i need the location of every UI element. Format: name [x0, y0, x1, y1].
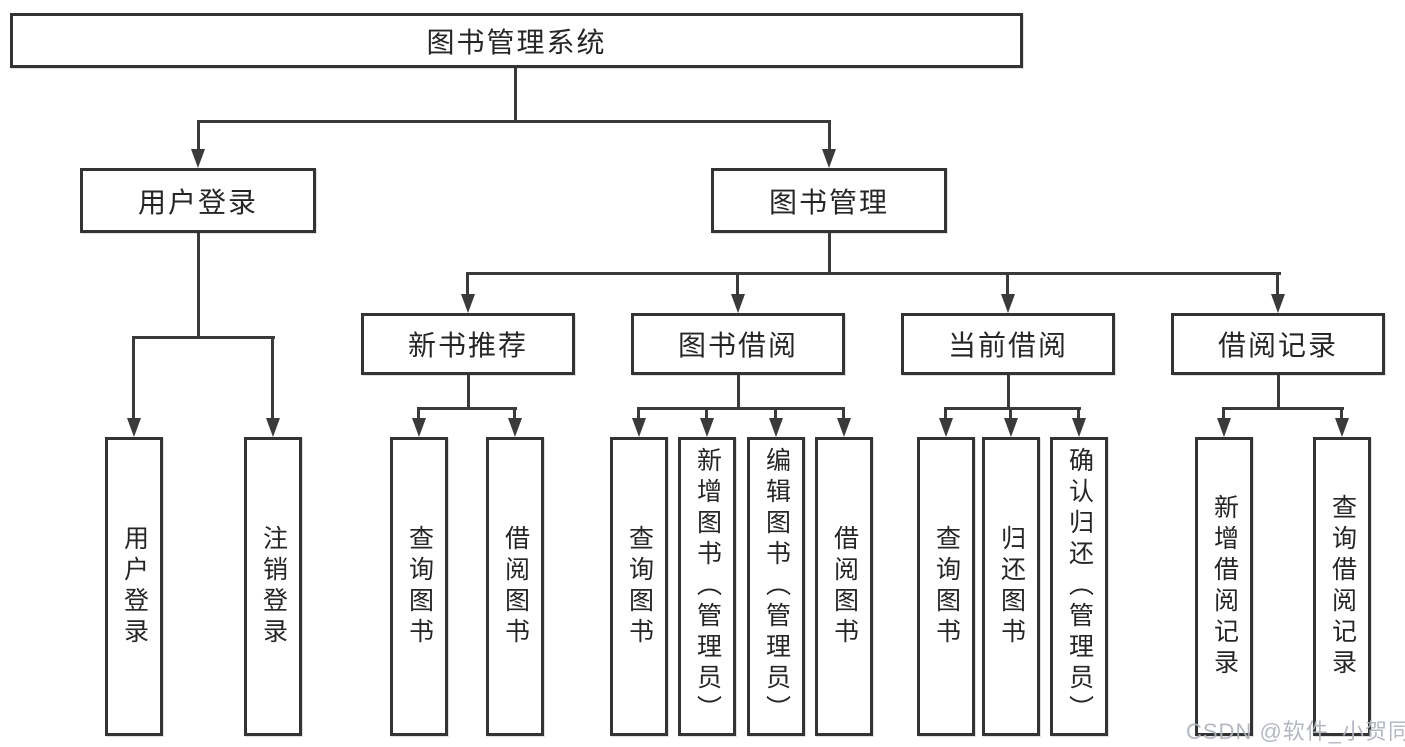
arrow-down-icon	[731, 294, 745, 313]
node-label: 新书推荐	[407, 330, 528, 361]
connector-line	[705, 407, 708, 419]
arrow-down-icon	[1271, 294, 1285, 313]
connector-line	[828, 233, 831, 272]
node-label: 用户登录	[137, 186, 258, 218]
node-label: 查询图书	[625, 524, 654, 649]
arrow-down-icon	[939, 418, 953, 437]
node-book-management: 图书管理	[711, 168, 947, 233]
arrow-down-icon	[461, 294, 475, 313]
csdn-watermark: CSDN @软件_小贺同学	[1186, 719, 1405, 744]
arrow-down-icon	[632, 418, 646, 437]
node-current-borrow: 当前借阅	[901, 313, 1115, 375]
arrow-down-icon	[1004, 418, 1018, 437]
leaf-logout: 注销登录	[244, 437, 302, 736]
leaf-add-borrow-record: 新增借阅记录	[1195, 437, 1253, 736]
node-label: 归还图书	[997, 524, 1026, 649]
node-label: 查询图书	[932, 524, 961, 649]
node-label: 确认归还（管理员）	[1065, 447, 1094, 726]
arrow-down-icon	[822, 149, 836, 168]
connector-line	[842, 407, 845, 419]
leaf-query-borrow-record: 查询借阅记录	[1313, 437, 1371, 736]
node-label: 新增借阅记录	[1210, 493, 1239, 680]
arrow-down-icon	[1001, 294, 1015, 313]
connector-line	[197, 120, 200, 150]
connector-line	[1077, 407, 1080, 419]
arrow-down-icon	[1335, 418, 1349, 437]
connector-line	[736, 272, 739, 295]
node-label: 当前借阅	[947, 330, 1068, 361]
connector-line	[513, 407, 516, 419]
arrow-down-icon	[412, 418, 426, 437]
arrow-down-icon	[191, 149, 205, 168]
leaf-borrow-books: 借阅图书	[815, 437, 873, 736]
connector-line	[1340, 407, 1343, 419]
connector-line	[1007, 375, 1010, 407]
node-label: 图书管理系统	[426, 26, 607, 58]
connector-line	[1276, 272, 1279, 295]
connector-line	[774, 407, 777, 419]
leaf-query-books-borrow: 查询图书	[610, 437, 668, 736]
node-label: 新增图书（管理员）	[693, 447, 722, 726]
leaf-user-login: 用户登录	[105, 437, 163, 736]
connector-line	[637, 407, 845, 410]
node-new-book-recommend: 新书推荐	[361, 313, 575, 375]
node-label: 查询借阅记录	[1328, 493, 1357, 680]
arrow-down-icon	[1217, 418, 1231, 437]
connector-line	[1222, 407, 1225, 419]
connector-line	[1277, 375, 1280, 407]
node-label: 借阅记录	[1217, 330, 1338, 361]
leaf-add-books-admin: 新增图书（管理员）	[678, 437, 736, 736]
node-borrow-records: 借阅记录	[1171, 313, 1385, 375]
node-user-login: 用户登录	[80, 168, 316, 233]
leaf-return-books: 归还图书	[982, 437, 1040, 736]
leaf-confirm-return-admin: 确认归还（管理员）	[1050, 437, 1108, 736]
node-label: 借阅图书	[830, 524, 859, 649]
leaf-query-books-recommend: 查询图书	[390, 437, 448, 736]
connector-line	[828, 120, 831, 150]
connector-line	[467, 272, 1281, 275]
arrow-down-icon	[837, 418, 851, 437]
connector-line	[466, 272, 469, 295]
node-label: 图书借阅	[677, 330, 798, 361]
arrow-down-icon	[769, 418, 783, 437]
connector-line	[514, 68, 517, 120]
connector-line	[417, 407, 420, 419]
node-book-borrow: 图书借阅	[631, 313, 845, 375]
connector-line	[271, 336, 274, 419]
connector-line	[132, 336, 135, 419]
arrow-down-icon	[1072, 418, 1086, 437]
connector-line	[417, 407, 517, 410]
arrow-down-icon	[508, 418, 522, 437]
connector-line	[133, 336, 275, 339]
arrow-down-icon	[127, 418, 141, 437]
connector-line	[197, 233, 200, 336]
node-label: 借阅图书	[501, 524, 530, 649]
arrow-down-icon	[266, 418, 280, 437]
node-label: 注销登录	[259, 524, 288, 649]
connector-line	[945, 407, 1081, 410]
connector-line	[737, 375, 740, 407]
node-root-library-system: 图书管理系统	[10, 13, 1023, 68]
node-label: 图书管理	[768, 186, 889, 218]
connector-line	[944, 407, 947, 419]
connector-line	[197, 120, 831, 123]
connector-line	[1009, 407, 1012, 419]
leaf-edit-books-admin: 编辑图书（管理员）	[747, 437, 805, 736]
connector-line	[1223, 407, 1344, 410]
node-label: 用户登录	[120, 524, 149, 649]
connector-line	[467, 375, 470, 407]
connector-line	[1006, 272, 1009, 295]
node-label: 编辑图书（管理员）	[762, 447, 791, 726]
leaf-query-books-current: 查询图书	[917, 437, 975, 736]
connector-line	[637, 407, 640, 419]
leaf-borrow-books-recommend: 借阅图书	[486, 437, 544, 736]
node-label: 查询图书	[405, 524, 434, 649]
arrow-down-icon	[700, 418, 714, 437]
